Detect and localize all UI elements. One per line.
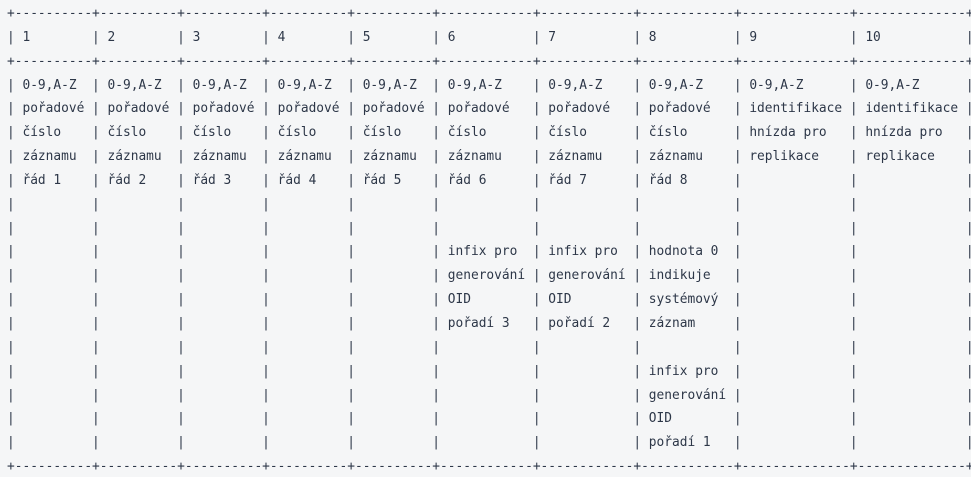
code-block: +----------+----------+----------+------…	[7, 6, 971, 475]
ascii-table: +----------+----------+----------+------…	[7, 6, 971, 475]
